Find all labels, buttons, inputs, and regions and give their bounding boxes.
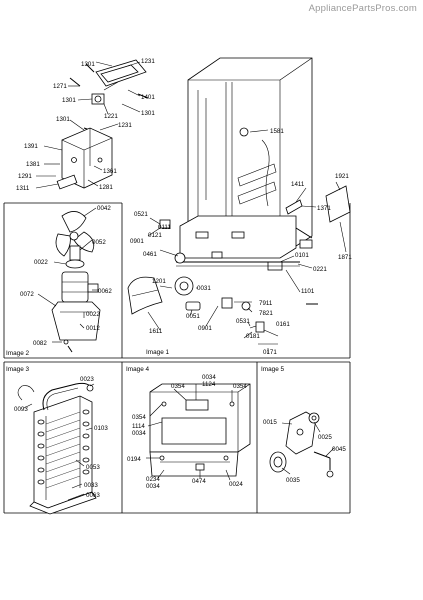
callout-0042: 0042 [97,205,111,212]
control-assembly-drawing [35,59,149,190]
image4-callouts: 0034 1124 0354 0354 0354 1114 0034 0194 … [126,366,247,490]
callout-1281: 1281 [99,184,113,191]
callout-0012: 0012 [86,325,100,332]
cabinet-drawing [127,57,351,354]
callout-0052: 0052 [92,239,106,246]
panel-label-image2: Image 2 [6,350,30,357]
image5-callouts: 0015 0025 0045 0035 Image 5 [261,366,346,484]
callout-1411: 1411 [291,181,305,188]
callout-0474: 0474 [192,478,206,485]
callout-1101: 1101 [301,288,315,295]
callout-0901: 0901 [130,238,144,245]
control-assembly-callouts: 1301 1231 1271 1301 1401 1221 1301 1231 … [16,58,155,192]
callout-1291: 1291 [18,173,32,180]
image2-callouts: 0042 0052 0022 0072 0062 0022 0012 0082 … [6,205,112,357]
callout-0082: 0082 [33,340,47,347]
callout-0025: 0025 [318,434,332,441]
callout-7911: 7911 [259,300,273,307]
callout-1611: 1611 [149,328,163,335]
callout-0194: 0194 [127,456,141,463]
callout-0093: 0093 [14,406,28,413]
callout-1581: 1581 [270,128,284,135]
back-panel-drawing [146,383,251,481]
callout-0024: 0024 [229,481,243,488]
callout-0103: 0103 [94,425,108,432]
callout-1201: 1201 [152,278,166,285]
callout-0033: 0033 [84,482,98,489]
callout-0521: 0521 [134,211,148,218]
callout-1381: 1381 [26,161,40,168]
callout-0053: 0053 [86,464,100,471]
callout-1391: 1391 [24,143,38,150]
callout-0045: 0045 [332,446,346,453]
callout-0121: 0121 [148,232,162,239]
callout-1271: 1271 [53,83,67,90]
panel-label-image4: Image 4 [126,366,150,373]
callout-7821: 7821 [259,310,273,317]
panel-label-image1: Image 1 [146,349,170,356]
callout-0461: 0461 [143,251,157,258]
panel-label-image3: Image 3 [6,366,30,373]
callout-0111: 0111 [158,224,171,231]
callout-0354: 0354 [171,383,185,390]
callout-1401: 1401 [141,94,155,101]
callout-1301: 1301 [141,110,155,117]
callout-0023: 0023 [80,376,94,383]
callout-1301: 1301 [81,61,95,68]
callout-1301: 1301 [62,97,76,104]
callout-1114: 1114 [132,423,145,430]
callout-1311: 1311 [16,185,30,192]
evaporator-tube-returns [37,409,90,485]
callout-0354: 0354 [233,383,247,390]
callout-1871: 1871 [338,254,352,261]
callout-1124: 1124 [202,381,216,388]
callout-1921: 1921 [335,173,349,180]
callout-0354: 0354 [132,414,146,421]
callout-1221: 1221 [104,113,118,120]
callout-0171: 0171 [263,349,277,356]
watermark: AppliancePartsPros.com [308,3,417,14]
image3-callouts: 0023 0093 0103 0053 0033 0063 Image 3 [6,366,108,499]
panel-label-image5: Image 5 [261,366,285,373]
callout-1371: 1371 [317,205,331,212]
callout-0051: 0051 [186,313,200,320]
callout-1231: 1231 [141,58,155,65]
fan-motor-drawing [37,207,101,353]
callout-1301: 1301 [56,116,70,123]
callout-0034: 0034 [146,483,160,490]
callout-0234: 0234 [146,476,160,483]
callout-0161: 0161 [276,321,290,328]
panel-frames [3,202,351,514]
callout-1361: 1361 [103,168,117,175]
callout-0063: 0063 [86,492,100,499]
damper-drawing [269,411,335,478]
callout-0531: 0531 [236,318,250,325]
callout-0901: 0901 [198,325,212,332]
callout-1231: 1231 [118,122,132,129]
callout-0034: 0034 [202,374,216,381]
callout-0062: 0062 [98,288,112,295]
callout-0022: 0022 [86,311,100,318]
callout-0031: 0031 [197,285,211,292]
evaporator-drawing [17,382,97,515]
image1-callouts: 1581 1921 1411 1371 1871 0521 0111 0121 … [130,128,352,356]
callout-0181: 0181 [246,333,260,340]
callout-0022: 0022 [34,259,48,266]
callout-0072: 0072 [20,291,34,298]
callout-0034: 0034 [132,430,146,437]
callout-0035: 0035 [286,477,300,484]
callout-0221: 0221 [313,266,327,273]
callout-0101: 0101 [295,252,309,259]
callout-0015: 0015 [263,419,277,426]
